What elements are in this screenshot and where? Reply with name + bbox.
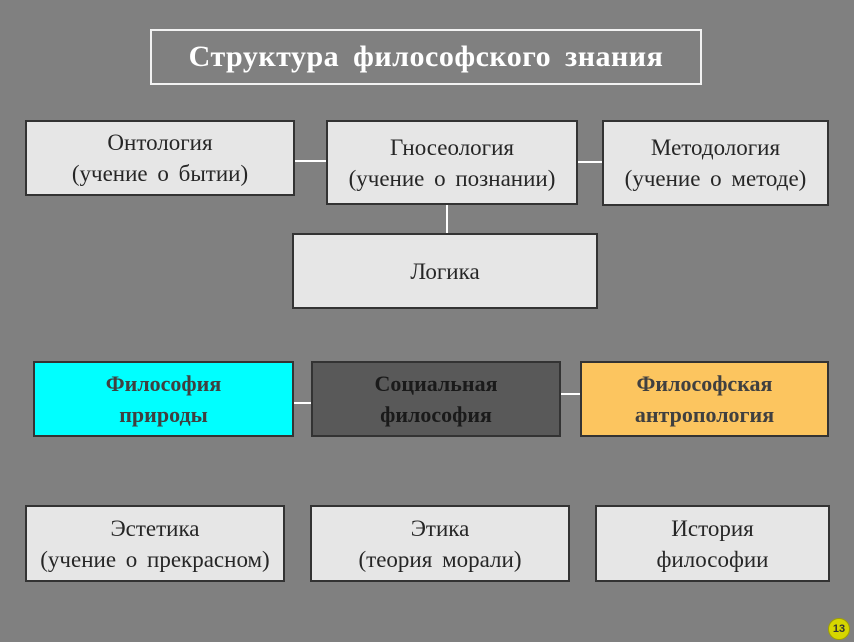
node-gnoseology: Гносеология (учение о познании) <box>326 120 578 205</box>
node-logic-name: Логика <box>410 258 480 284</box>
connector-nature-social <box>294 402 311 404</box>
node-gnoseology-name: Гносеология <box>390 134 514 160</box>
connector-gnoseology-logic <box>446 205 448 233</box>
node-methodology: Методология (учение о методе) <box>602 120 829 206</box>
node-gnoseology-desc: (учение о познании) <box>348 165 556 191</box>
node-ontology-desc: (учение о бытии) <box>71 161 249 186</box>
node-aesthetics-name: Эстетика <box>110 515 200 541</box>
node-ontology: Онтология (учение о бытии) <box>25 120 295 196</box>
node-philosophy-of-nature: Философия природы <box>33 361 294 437</box>
node-history-of-philosophy-line1: История <box>671 515 754 541</box>
node-ethics-desc: (теория морали) <box>358 546 522 572</box>
connector-gnoseology-methodology <box>578 161 602 163</box>
node-philosophy-of-nature-line1: Философия <box>105 371 222 396</box>
node-philosophy-of-nature-line2: природы <box>119 402 208 427</box>
connector-ontology-gnoseology <box>295 160 326 162</box>
node-ethics: Этика (теория морали) <box>310 505 570 582</box>
node-social-philosophy-line1: Социальная <box>374 371 498 396</box>
node-aesthetics: Эстетика (учение о прекрасном) <box>25 505 285 582</box>
slide-number-badge: 13 <box>828 618 850 640</box>
node-social-philosophy-line2: философия <box>380 402 492 427</box>
node-social-philosophy: Социальная философия <box>311 361 561 437</box>
node-philosophical-anthropology-line1: Философская <box>636 371 773 396</box>
node-aesthetics-desc: (учение о прекрасном) <box>40 546 270 572</box>
node-ethics-name: Этика <box>410 515 470 541</box>
node-logic: Логика <box>292 233 598 309</box>
page-title-text: Структура философского знания <box>188 40 664 73</box>
node-methodology-desc: (учение о методе) <box>624 166 807 191</box>
node-history-of-philosophy-line2: философии <box>656 546 769 572</box>
node-philosophical-anthropology-line2: антропология <box>634 402 775 427</box>
slide-number: 13 <box>832 623 846 635</box>
node-ontology-name: Онтология <box>107 130 213 155</box>
node-philosophical-anthropology: Философская антропология <box>580 361 829 437</box>
node-methodology-name: Методология <box>650 135 781 160</box>
connector-social-anthropology <box>561 393 580 395</box>
page-title: Структура философского знания <box>150 29 702 85</box>
node-history-of-philosophy: История философии <box>595 505 830 582</box>
